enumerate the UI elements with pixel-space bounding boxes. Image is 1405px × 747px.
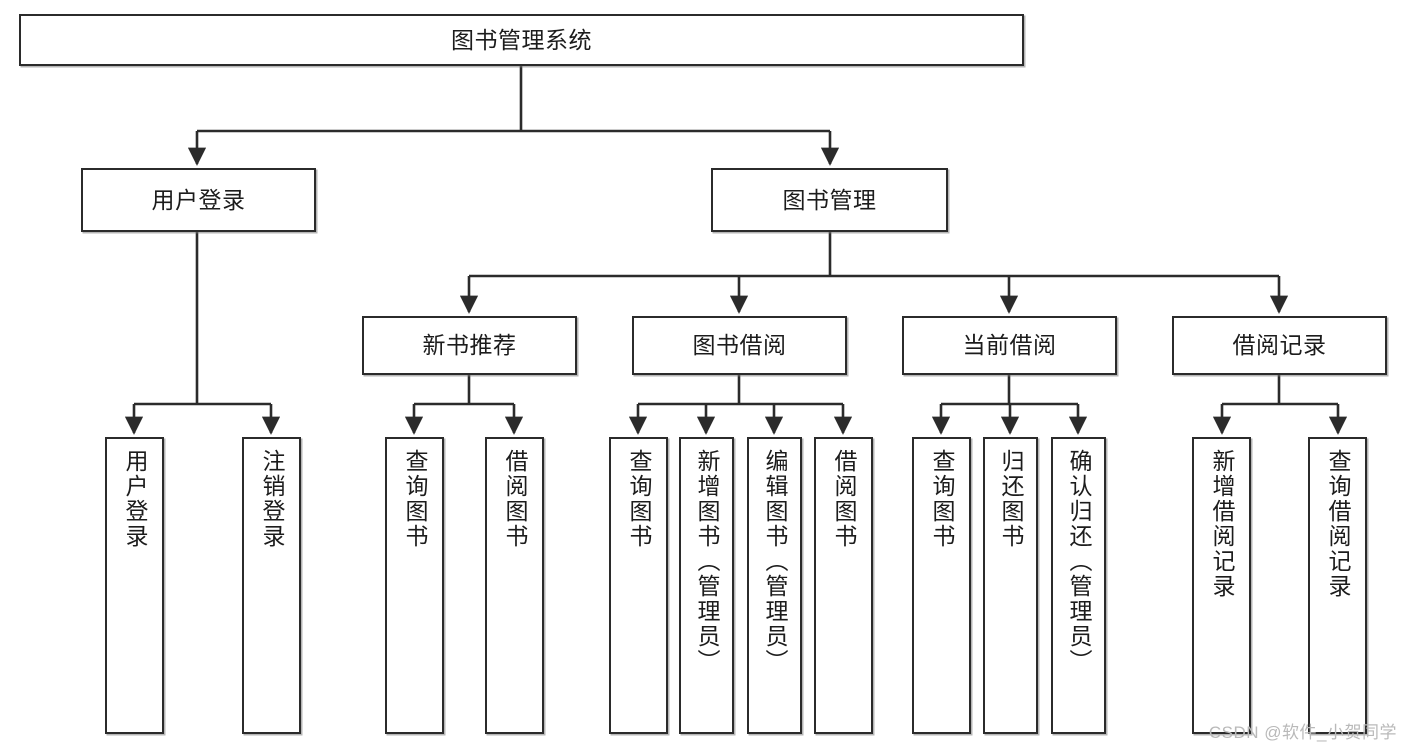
node-leaf-borrow-book-a[interactable]: 借阅图书	[485, 437, 544, 734]
node-leaf-borrow-book-a-label: 借阅图书	[502, 449, 528, 549]
node-leaf-query-book-a[interactable]: 查询图书	[385, 437, 444, 734]
node-book-manage[interactable]: 图书管理	[711, 168, 948, 232]
node-leaf-query-book-c-label: 查询图书	[929, 449, 955, 549]
node-leaf-query-record[interactable]: 查询借阅记录	[1308, 437, 1367, 734]
node-book-borrow-label: 图书借阅	[692, 332, 787, 359]
node-leaf-edit-book[interactable]: 编辑图书（管理员）	[747, 437, 802, 734]
node-leaf-query-book-b-label: 查询图书	[626, 449, 652, 549]
node-leaf-edit-book-label: 编辑图书（管理员）	[762, 449, 788, 674]
node-root-label: 图书管理系统	[451, 26, 592, 53]
node-leaf-query-book-c[interactable]: 查询图书	[912, 437, 971, 734]
node-leaf-logout-label: 注销登录	[259, 449, 285, 549]
node-current-borrow[interactable]: 当前借阅	[902, 316, 1117, 375]
node-user-login-label: 用户登录	[151, 186, 246, 213]
node-leaf-return-book[interactable]: 归还图书	[983, 437, 1038, 734]
node-book-borrow[interactable]: 图书借阅	[632, 316, 847, 375]
node-root[interactable]: 图书管理系统	[19, 14, 1024, 66]
node-new-book-recommend-label: 新书推荐	[422, 332, 517, 359]
node-user-login[interactable]: 用户登录	[81, 168, 316, 232]
node-leaf-query-record-label: 查询借阅记录	[1325, 449, 1351, 599]
node-current-borrow-label: 当前借阅	[962, 332, 1057, 359]
node-leaf-borrow-book-b-label: 借阅图书	[831, 449, 857, 549]
node-leaf-add-book-label: 新增图书（管理员）	[694, 449, 720, 674]
node-leaf-return-book-label: 归还图书	[998, 449, 1024, 549]
node-leaf-query-book-a-label: 查询图书	[402, 449, 428, 549]
node-leaf-query-book-b[interactable]: 查询图书	[609, 437, 668, 734]
node-leaf-confirm-return[interactable]: 确认归还（管理员）	[1051, 437, 1106, 734]
node-leaf-confirm-return-label: 确认归还（管理员）	[1066, 449, 1092, 674]
node-leaf-logout[interactable]: 注销登录	[242, 437, 301, 734]
node-leaf-add-book[interactable]: 新增图书（管理员）	[679, 437, 734, 734]
node-leaf-user-login-label: 用户登录	[122, 449, 148, 549]
node-leaf-borrow-book-b[interactable]: 借阅图书	[814, 437, 873, 734]
node-borrow-record[interactable]: 借阅记录	[1172, 316, 1387, 375]
node-leaf-user-login[interactable]: 用户登录	[105, 437, 164, 734]
node-leaf-add-record-label: 新增借阅记录	[1209, 449, 1235, 599]
node-leaf-add-record[interactable]: 新增借阅记录	[1192, 437, 1251, 734]
node-borrow-record-label: 借阅记录	[1232, 332, 1327, 359]
node-book-manage-label: 图书管理	[782, 186, 877, 213]
node-new-book-recommend[interactable]: 新书推荐	[362, 316, 577, 375]
watermark: CSDN @软件_小贺同学	[1208, 723, 1397, 742]
